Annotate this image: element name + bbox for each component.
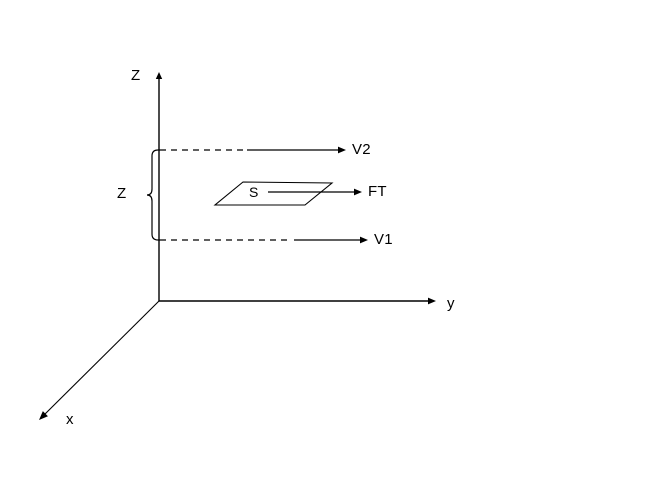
ft-arrowhead: [354, 188, 362, 196]
brace-z-label: Z: [117, 185, 127, 202]
y-axis-arrowhead: [428, 297, 436, 305]
v2-arrowhead: [338, 146, 346, 154]
x-axis-line: [41, 300, 160, 418]
v1-label: V1: [374, 231, 393, 248]
axis-z: [155, 72, 163, 301]
v2-label: V2: [352, 141, 371, 158]
y-axis-label: y: [447, 295, 455, 312]
x-axis-arrowhead: [39, 411, 48, 420]
vector-v1: [160, 236, 368, 244]
z-axis-arrowhead: [155, 72, 163, 79]
vector-v2: [160, 146, 346, 154]
brace-path: [146, 149, 160, 241]
v1-arrowhead: [360, 236, 368, 244]
plane-s-parallelogram: [213, 181, 334, 206]
z-axis-label: Z: [131, 67, 141, 84]
vector-ft: [268, 188, 362, 196]
plane-s-label: S: [249, 184, 259, 200]
axis-y: [159, 297, 436, 305]
plane-s-shape: [213, 181, 334, 206]
brace-z-thickness: [146, 149, 160, 241]
ft-label: FT: [368, 183, 387, 200]
axis-x: [39, 300, 160, 420]
x-axis-label: x: [66, 411, 74, 428]
